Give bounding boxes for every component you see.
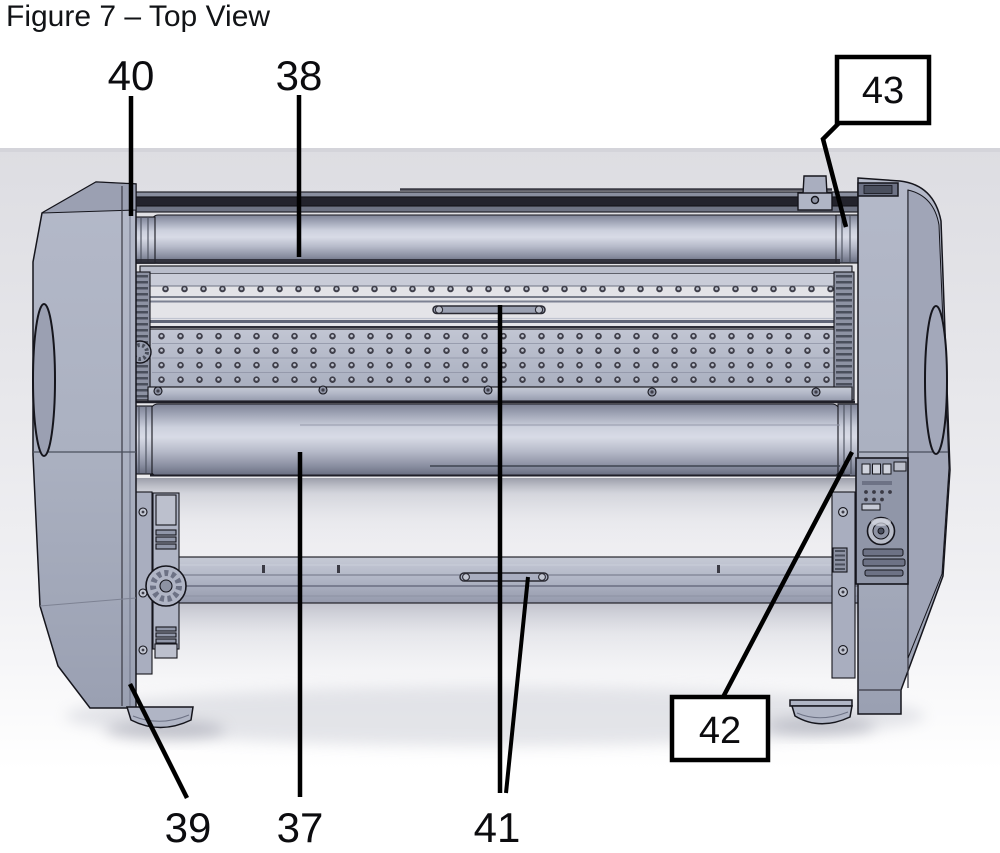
callout-box-43 [834, 54, 932, 126]
printer-machine [32, 175, 951, 729]
right-end-cap [855, 177, 951, 715]
callouts: 43 42 40 38 39 37 41 [108, 52, 932, 851]
control-panel [855, 457, 909, 585]
media-spindle-bar [147, 556, 871, 604]
right-mounting-plate [831, 491, 856, 679]
upper-edge-guide-slider [432, 305, 546, 315]
lower-media-roller [132, 403, 859, 477]
leader-39 [127, 682, 190, 800]
callout-42-label: 42 [699, 710, 741, 752]
right-foot-shadow [765, 717, 875, 735]
right-cap-oval-cutout [924, 305, 948, 455]
vacuum-hole-row [156, 283, 846, 295]
leader-41b [504, 576, 530, 794]
callout-37-label: 37 [277, 804, 324, 851]
right-foot [789, 699, 853, 725]
upper-media-roller [134, 214, 859, 264]
control-knob [866, 516, 896, 546]
left-end-cap [32, 181, 137, 709]
under-bar-shade [136, 603, 858, 708]
callout-40-label: 40 [108, 52, 155, 99]
indicator-leds [864, 490, 892, 502]
backdrop-top-edge [0, 148, 1000, 152]
left-cap-oval-cutout [32, 303, 56, 457]
right-gear-rack [833, 271, 855, 401]
callout-41-label: 41 [474, 804, 521, 851]
callout-39-label: 39 [165, 804, 212, 851]
top-latch-bracket [797, 175, 833, 211]
under-lower-roller-shade [136, 478, 858, 557]
callout-38-label: 38 [276, 52, 323, 99]
left-roll-hub-assembly [145, 492, 187, 659]
top-chassis-rail [134, 188, 859, 213]
callout-43-label: 43 [862, 70, 904, 112]
left-foot-shadow [105, 720, 225, 740]
figure-title: Figure 7 – Top View [6, 0, 270, 33]
lower-edge-guide-slider [459, 572, 549, 582]
feed-shelf [139, 265, 853, 287]
rail-screws [153, 385, 821, 397]
callout-box-42 [669, 694, 771, 763]
leader-42 [719, 450, 854, 703]
platen-screw-rail [135, 385, 855, 404]
